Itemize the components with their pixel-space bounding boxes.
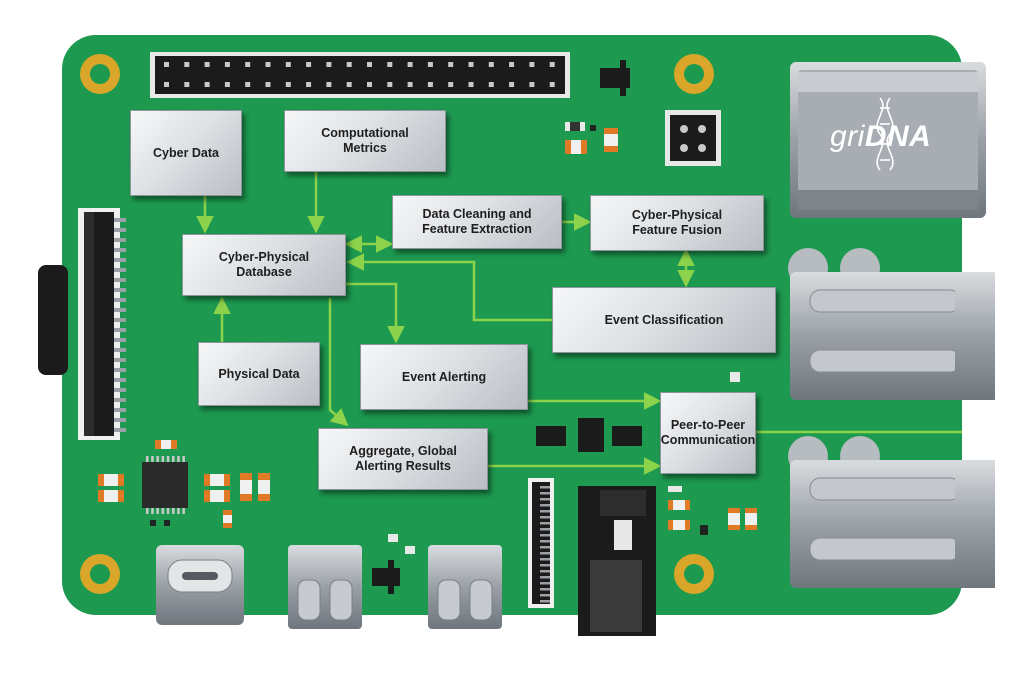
- logo-suffix: DNA: [864, 120, 932, 153]
- smd-capacitor-icon: [98, 474, 124, 502]
- smd-capacitor-icon: [240, 473, 270, 501]
- smd-capacitor-icon: [204, 474, 230, 502]
- microcontroller-chip: [136, 146, 194, 514]
- usb-port: [788, 248, 995, 400]
- mounting-hole-icon: [674, 54, 714, 94]
- smd-capacitor-icon: [604, 128, 618, 152]
- dna-icon: [876, 97, 894, 171]
- flow-connectors: [196, 172, 962, 475]
- node-computational-metrics: Computational Metrics: [284, 110, 446, 172]
- node-data-cleaning: Data Cleaning and Feature Extraction: [392, 195, 562, 249]
- node-event-classification: Event Classification: [552, 287, 776, 353]
- edge-classification-to-database: [346, 253, 552, 322]
- node-cyber-physical-database: Cyber-Physical Database: [182, 234, 346, 296]
- micro-hdmi-port: [428, 545, 502, 629]
- node-aggregate-results: Aggregate, Global Alerting Results: [318, 428, 488, 490]
- jumper-header: [665, 110, 721, 166]
- logo-prefix: gri: [830, 120, 865, 153]
- mounting-hole-icon: [80, 54, 120, 94]
- node-event-alerting: Event Alerting: [360, 344, 528, 410]
- smd-resistor-icon: [565, 122, 585, 131]
- usb-c-port: [156, 545, 244, 625]
- transistor-icon: [600, 60, 630, 96]
- mounting-hole-icon: [674, 554, 714, 594]
- audio-jack: [578, 486, 656, 636]
- micro-hdmi-port: [288, 545, 362, 629]
- ic-chip: [536, 418, 642, 452]
- mounting-hole-icon: [80, 554, 120, 594]
- display-connector: [38, 208, 126, 440]
- node-feature-fusion: Cyber-Physical Feature Fusion: [590, 195, 764, 251]
- edge-database-to-alerting: [346, 282, 405, 344]
- camera-connector: [528, 478, 554, 608]
- smd-resistor-icon: [150, 510, 232, 528]
- node-cyber-data: Cyber Data: [130, 110, 242, 196]
- smd-resistor-icon: [590, 125, 596, 131]
- node-peer-to-peer: Peer-to-Peer Communication: [660, 392, 756, 474]
- transistor-icon: [372, 534, 415, 594]
- smd-resistor-icon: [155, 440, 177, 449]
- smd-capacitor-icon: [565, 140, 587, 154]
- smd-capacitor-icon: [668, 372, 757, 535]
- node-physical-data: Physical Data: [198, 342, 320, 406]
- gpio-header: [150, 52, 570, 98]
- usb-port: [788, 436, 995, 588]
- edge-database-to-aggregate: [328, 298, 349, 427]
